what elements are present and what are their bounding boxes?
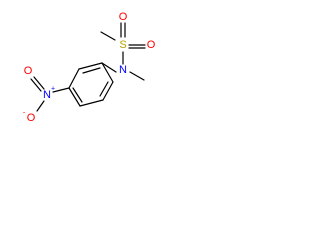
atom-sulfur: S [119, 39, 126, 51]
ring-bond-6 [101, 62, 114, 83]
bond-nitro-o-top-b [30, 78, 42, 92]
atom-oxygen-top: O [119, 11, 128, 23]
atom-oxygen-nitro-bottom: O [27, 112, 36, 124]
bond-methyl-s [100, 31, 116, 41]
ring-inner-1 [82, 67, 101, 74]
atom-oxygen-nitro-charge: - [23, 110, 26, 117]
chemical-structure: S O O N N + O O - [23, 11, 156, 124]
bond-ring-nitro [52, 87, 70, 93]
ring-inner-3 [99, 81, 109, 97]
atom-oxygen-nitro-top: O [24, 65, 33, 77]
ring-bond-3 [68, 87, 81, 107]
bond-n-methyl [129, 71, 145, 81]
ring-bond-4 [79, 99, 104, 107]
bond-n-ring [101, 62, 117, 73]
bond-nitro-o-top-a [33, 76, 45, 90]
bond-nitro-o-bottom [36, 100, 45, 112]
ring-bond-5 [102, 81, 114, 101]
atom-oxygen-right: O [147, 39, 156, 51]
ring-bond-2 [68, 68, 80, 89]
ring-bond-1 [78, 62, 103, 70]
atom-nitrogen-nitro: N [43, 89, 51, 101]
atom-nitrogen-amine: N [119, 64, 127, 76]
atom-nitro-charge: + [51, 86, 55, 93]
ring-inner-2 [72, 87, 83, 103]
